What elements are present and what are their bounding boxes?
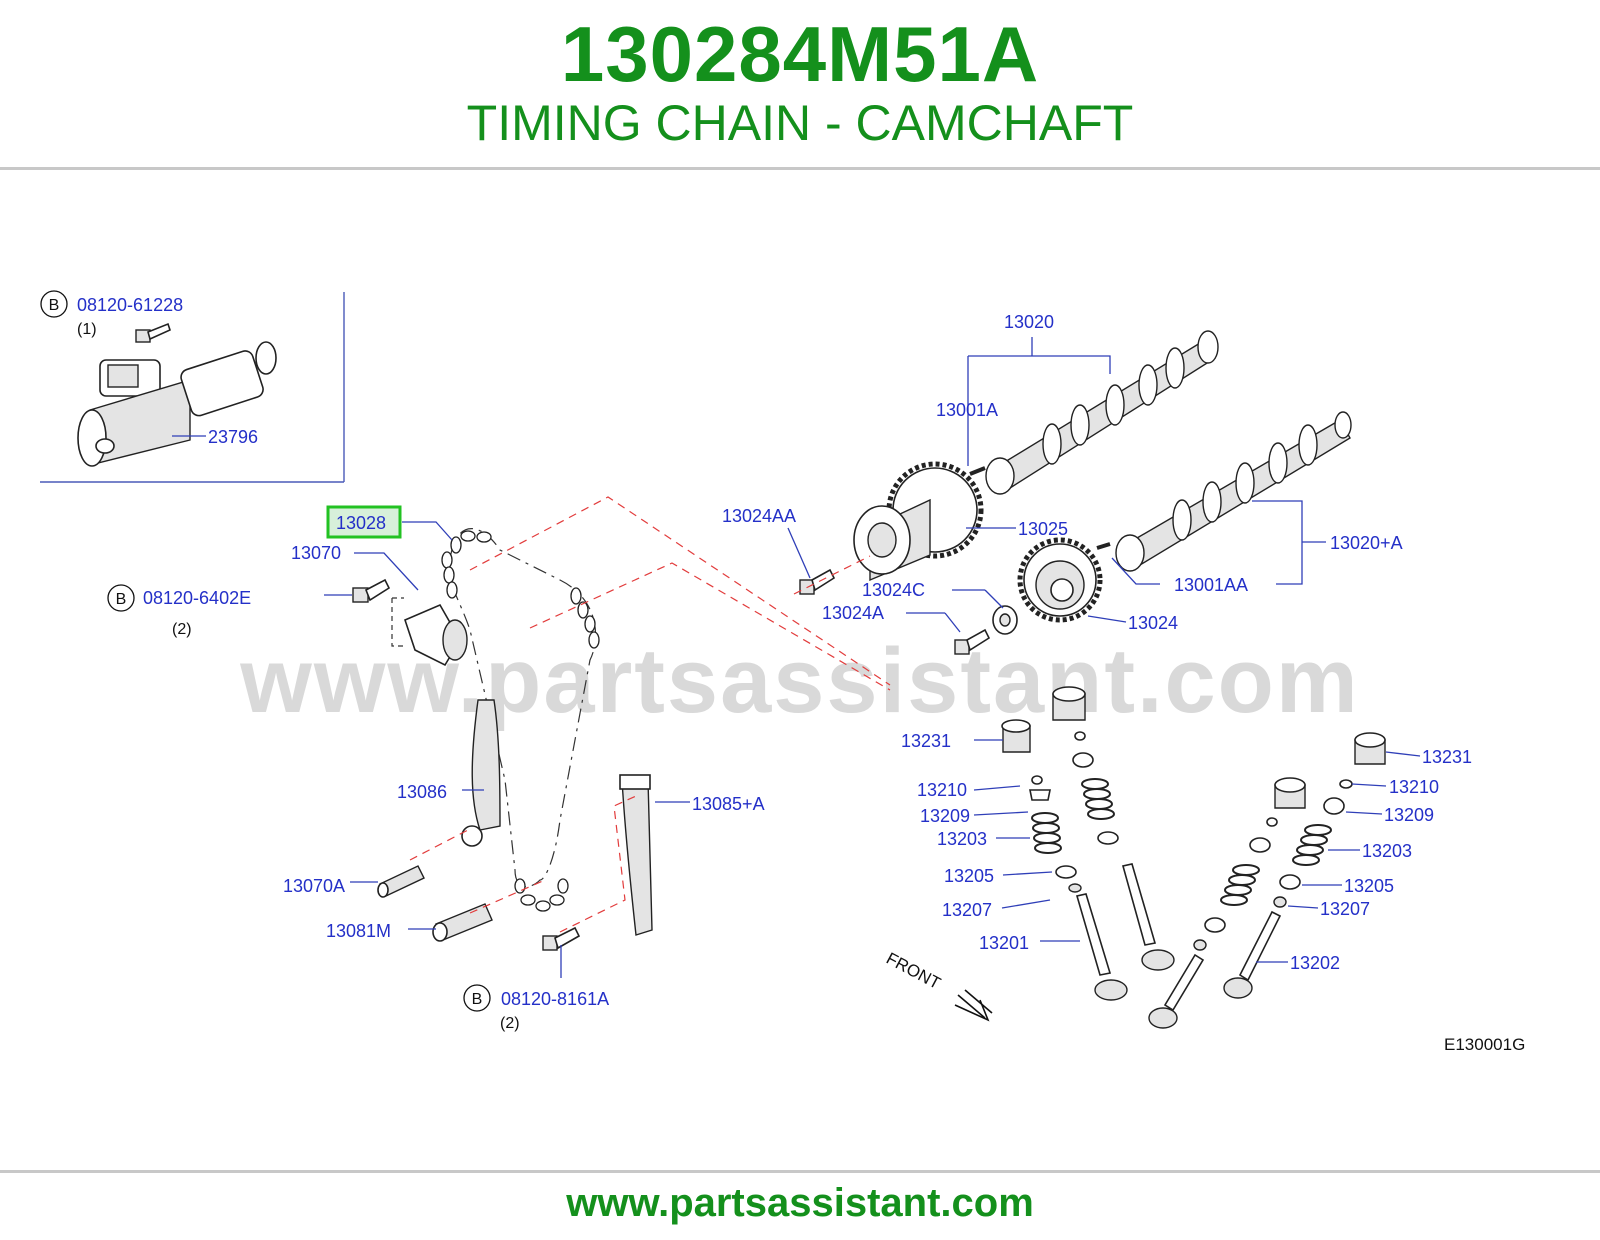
part-label-13070a[interactable]: 13070A [283,876,345,896]
camshaft-upper [985,330,1219,495]
part-label-13203[interactable]: 13203 [1362,841,1412,861]
front-arrow-icon [954,999,990,1022]
part-label-13201[interactable]: 13201 [979,933,1029,953]
svg-text:B: B [116,591,127,608]
valve-train-right-rear [1148,777,1306,1029]
bolt-marker: B [40,290,68,318]
quantity-label: (2) [172,621,192,638]
part-label-13210[interactable]: 13210 [917,780,967,800]
part-label-13231[interactable]: 13231 [1422,747,1472,767]
cam-sprocket [1017,537,1103,623]
part-label-13024[interactable]: 13024 [1128,613,1178,633]
bolt-icon [542,926,581,951]
part-label-13203[interactable]: 13203 [937,829,987,849]
inset-solenoid [40,292,345,483]
part-label-13207[interactable]: 13207 [942,900,992,920]
part-label-13210[interactable]: 13210 [1389,777,1439,797]
part-label-bolt-08120-8161a[interactable]: 08120-8161A [501,989,609,1009]
part-label-13024a[interactable]: 13024A [822,603,884,623]
part-label-23796[interactable]: 23796 [208,427,258,447]
slack-guide-icon [461,699,501,847]
highlighted-part-frame [326,505,402,539]
vtc-sprocket [853,461,984,582]
part-label-13205[interactable]: 13205 [1344,876,1394,896]
diagram-subtitle: TIMING CHAIN - CAMCHAFT [466,95,1134,151]
part-label-13205[interactable]: 13205 [944,866,994,886]
tension-guide-icon [619,774,653,936]
valve-train-center [1052,686,1175,971]
front-label: FRONT [883,949,944,993]
part-label-13231[interactable]: 13231 [901,731,951,751]
valve-train-left [1001,719,1128,1001]
part-label-13209[interactable]: 13209 [1384,805,1434,825]
camshaft-lower [1115,411,1352,572]
part-label-13085-a[interactable]: 13085+A [692,794,765,814]
bolt-icon [135,322,171,343]
part-label-13202[interactable]: 13202 [1290,953,1340,973]
watermark-text: www.partsassistant.com [239,630,1359,732]
part-label-13081m[interactable]: 13081M [326,921,391,941]
svg-text:B: B [472,991,483,1008]
diagram-code: E130001G [1444,1035,1525,1054]
part-label-13025[interactable]: 13025 [1018,519,1068,539]
part-label-13209[interactable]: 13209 [920,806,970,826]
quantity-label: (1) [77,321,97,338]
solenoid-valve-icon [77,341,277,467]
part-label-13024aa[interactable]: 13024AA [722,506,796,526]
part-label-13001aa[interactable]: 13001AA [1174,575,1248,595]
bolt-marker: B [107,584,135,612]
bolt-marker: B [463,984,491,1012]
part-label-13086[interactable]: 13086 [397,782,447,802]
svg-text:B: B [49,297,60,314]
part-label-13020-a[interactable]: 13020+A [1330,533,1403,553]
part-label-13207[interactable]: 13207 [1320,899,1370,919]
valve-train-right [1223,732,1386,999]
part-label-13024c[interactable]: 13024C [862,580,925,600]
part-label-13001a[interactable]: 13001A [936,400,998,420]
part-label-13070[interactable]: 13070 [291,543,341,563]
part-number-title: 130284M51A [560,10,1040,98]
pin-icon [432,903,493,942]
chain-tensioner-icon [352,578,468,667]
header-divider [0,167,1600,170]
part-label-13020[interactable]: 13020 [1004,312,1054,332]
quantity-label: (2) [500,1015,520,1032]
part-label-bolt-08120-61228[interactable]: 08120-61228 [77,295,183,315]
footer-divider [0,1170,1600,1173]
part-label-13028[interactable]: 13028 [336,513,386,533]
footer-url-link[interactable]: www.partsassistant.com [566,1181,1034,1225]
pin-icon [377,865,425,898]
part-label-bolt-08120-6402e[interactable]: 08120-6402E [143,588,251,608]
page-header: 130284M51A TIMING CHAIN - CAMCHAFT [0,0,1600,168]
